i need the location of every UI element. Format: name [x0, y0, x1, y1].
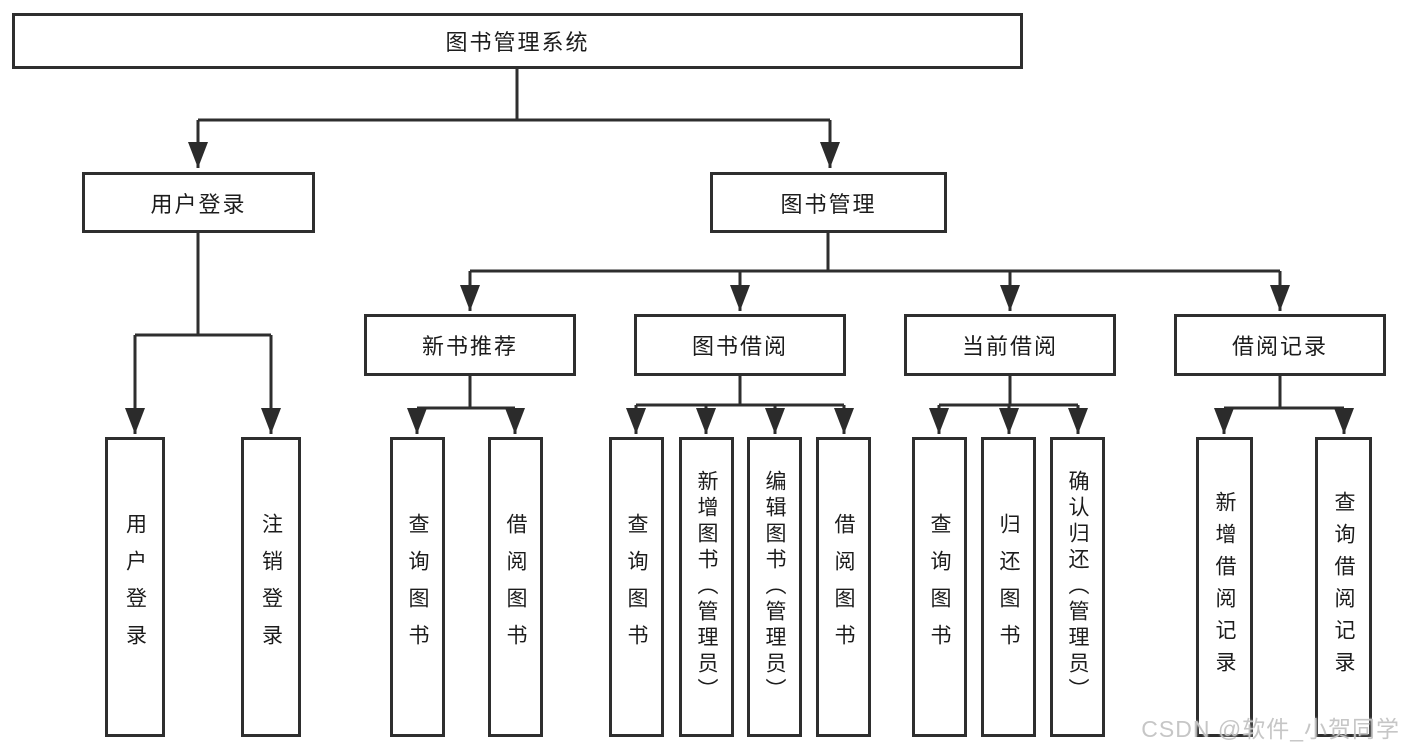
wire-new-books-rail [417, 376, 515, 410]
node-user-login: 用户登录 [82, 172, 315, 233]
node-root-system-label: 图书管理系统 [445, 30, 590, 55]
leaf-user-login: 用户登录 [105, 437, 165, 737]
leaf-newbooks-query-books: 查询图书 [390, 437, 445, 737]
leaf-current-confirm-return-admin: 确认归还（管理员） [1050, 437, 1105, 737]
leaf-current-return-books: 归还图书 [981, 437, 1036, 737]
node-current-borrowing-label: 当前借阅 [961, 334, 1058, 359]
node-user-login-label: 用户登录 [150, 191, 247, 217]
leaf-records-add-record-label: 新增借阅记录 [1213, 491, 1236, 683]
leaf-borrowing-edit-books-admin-label: 编辑图书（管理员） [763, 470, 786, 704]
leaf-newbooks-query-books-label: 查询图书 [406, 513, 429, 661]
node-root-system: 图书管理系统 [12, 13, 1023, 69]
csdn-watermark: CSDN @软件_小贺同学 [1141, 716, 1400, 742]
leaf-borrowing-edit-books-admin: 编辑图书（管理员） [747, 437, 802, 737]
node-book-borrowing: 图书借阅 [634, 314, 846, 376]
wire-root-rail [198, 69, 830, 122]
leaf-current-query-books: 查询图书 [912, 437, 967, 737]
node-borrowing-records-label: 借阅记录 [1231, 334, 1328, 359]
leaf-borrowing-add-books-admin-label: 新增图书（管理员） [695, 470, 718, 704]
leaf-borrowing-borrow-books: 借阅图书 [816, 437, 871, 737]
leaf-logout: 注销登录 [241, 437, 301, 737]
leaf-newbooks-borrow-books: 借阅图书 [488, 437, 543, 737]
node-book-management-label: 图书管理 [780, 191, 877, 217]
node-book-borrowing-label: 图书借阅 [691, 334, 788, 359]
node-new-book-recommendation-label: 新书推荐 [421, 334, 518, 359]
leaf-borrowing-borrow-books-label: 借阅图书 [832, 513, 855, 661]
wire-book-borrowing-rail [636, 376, 844, 407]
node-current-borrowing: 当前借阅 [904, 314, 1116, 376]
leaf-borrowing-add-books-admin: 新增图书（管理员） [679, 437, 734, 737]
wire-book-management-rail [470, 233, 1280, 273]
leaf-borrowing-query-books-label: 查询图书 [625, 513, 648, 661]
leaf-newbooks-borrow-books-label: 借阅图书 [504, 513, 527, 661]
leaf-records-query-record-label: 查询借阅记录 [1332, 491, 1355, 683]
wire-current-borrowing-rail [939, 376, 1078, 407]
leaf-borrowing-query-books: 查询图书 [609, 437, 664, 737]
wire-borrowing-records-rail [1224, 376, 1344, 410]
leaf-current-query-books-label: 查询图书 [928, 513, 951, 661]
leaf-user-login-label: 用户登录 [123, 513, 147, 661]
leaf-records-query-record: 查询借阅记录 [1315, 437, 1372, 737]
node-borrowing-records: 借阅记录 [1174, 314, 1386, 376]
leaf-current-return-books-label: 归还图书 [997, 513, 1020, 661]
node-new-book-recommendation: 新书推荐 [364, 314, 576, 376]
leaf-logout-label: 注销登录 [259, 513, 283, 661]
wire-user-login-rail [135, 233, 271, 337]
node-book-management: 图书管理 [710, 172, 947, 233]
leaf-records-add-record: 新增借阅记录 [1196, 437, 1253, 737]
leaf-current-confirm-return-admin-label: 确认归还（管理员） [1066, 470, 1089, 704]
